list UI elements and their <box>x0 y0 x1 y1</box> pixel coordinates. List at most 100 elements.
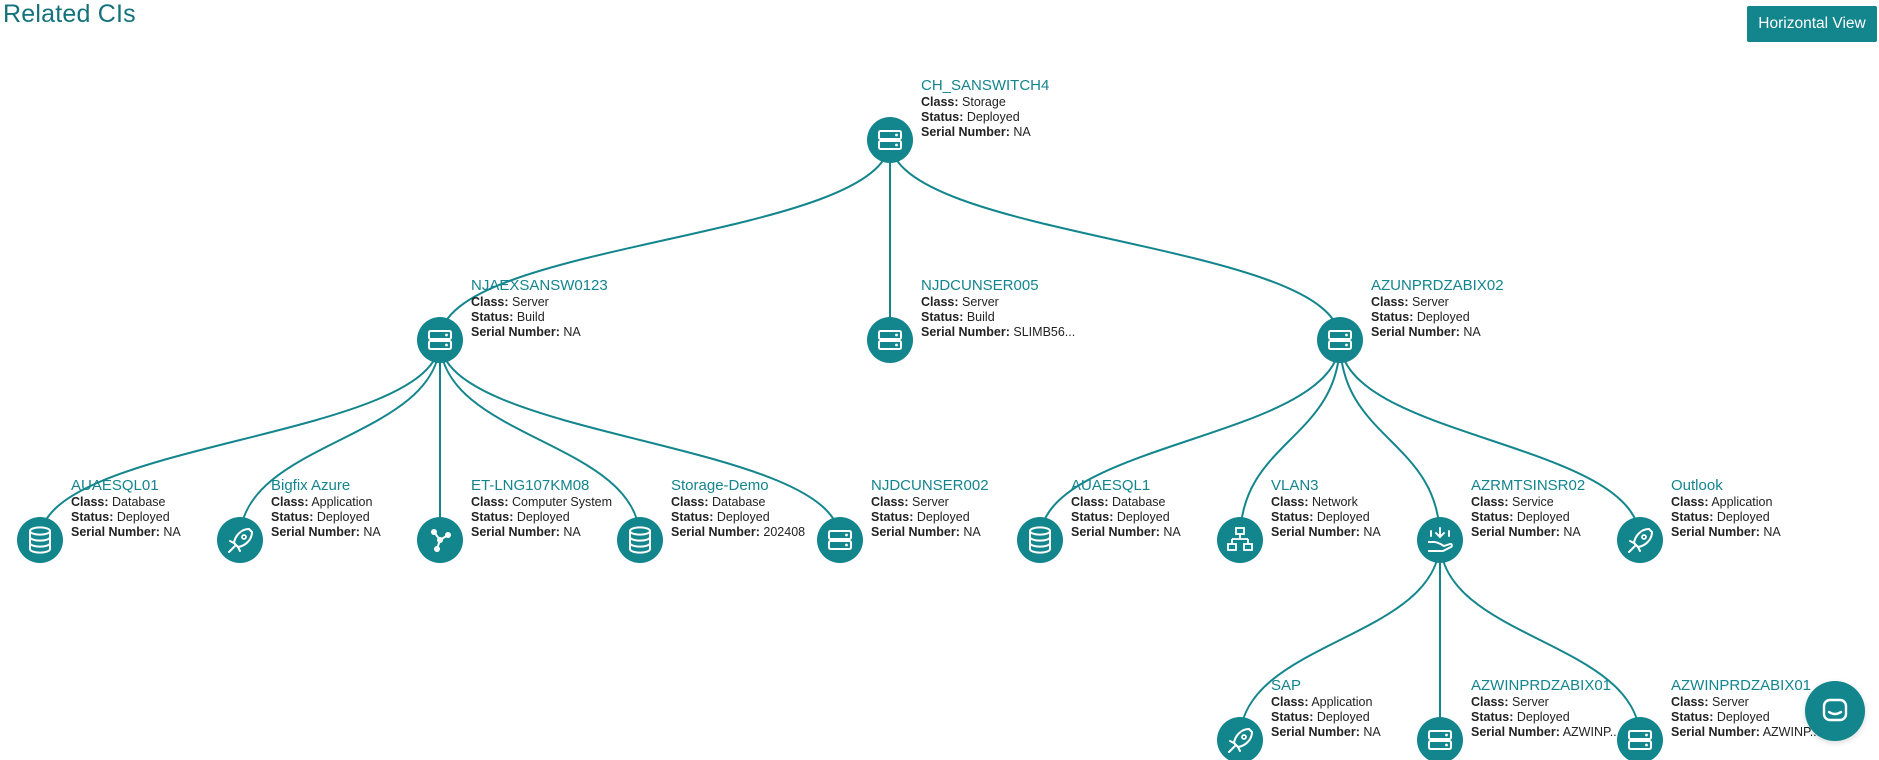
node-status-value: Build <box>513 310 544 324</box>
ci-node-name-link[interactable]: AUAESQL01 <box>71 477 159 494</box>
node-class-key: Class: <box>871 495 909 509</box>
node-class-value: Server <box>1509 695 1549 709</box>
service-hand-icon <box>1428 527 1453 552</box>
ci-node-name-link[interactable]: VLAN3 <box>1271 477 1319 494</box>
node-status-value: Deployed <box>713 510 769 524</box>
tree-edge <box>39 339 441 541</box>
ci-node-name-link[interactable]: NJDCUNSER005 <box>921 277 1039 294</box>
node-serial-value: AZWINP... <box>1560 725 1620 739</box>
node-status-key: Status: <box>671 510 713 524</box>
node-status-value: Deployed <box>963 110 1019 124</box>
node-serial-line: Serial Number: AZWINP... <box>1471 725 1620 739</box>
ci-node-circle[interactable] <box>1217 717 1263 760</box>
tree-edge <box>439 139 891 341</box>
ci-node-circle[interactable] <box>1217 517 1263 563</box>
node-serial-line: Serial Number: AZWINP... <box>1671 725 1820 739</box>
ci-node-name-link[interactable]: AZWINPRDZABIX01 <box>1471 677 1611 694</box>
node-serial-key: Serial Number: <box>1671 725 1760 739</box>
node-status-line: Status: Deployed <box>671 510 770 524</box>
node-class-key: Class: <box>1471 495 1509 509</box>
rocket-icon <box>1628 528 1653 553</box>
ci-node-name-link[interactable]: AUAESQL1 <box>1071 477 1150 494</box>
node-serial-key: Serial Number: <box>1471 525 1560 539</box>
ci-node-name-link[interactable]: Outlook <box>1671 477 1723 494</box>
node-serial-key: Serial Number: <box>71 525 160 539</box>
database-icon <box>1029 526 1051 554</box>
tree-edge <box>889 139 1341 341</box>
node-class-key: Class: <box>671 495 709 509</box>
node-serial-key: Serial Number: <box>921 125 1010 139</box>
node-status-key: Status: <box>921 310 963 324</box>
node-class-value: Database <box>1109 495 1166 509</box>
node-class-line: Class: Application <box>1671 495 1773 509</box>
node-serial-key: Serial Number: <box>871 525 960 539</box>
chat-icon <box>1822 698 1848 722</box>
node-class-value: Network <box>1309 495 1359 509</box>
node-status-key: Status: <box>1471 710 1513 724</box>
ci-node-name-link[interactable]: CH_SANSWITCH4 <box>921 77 1049 94</box>
node-status-line: Status: Deployed <box>1271 510 1370 524</box>
node-class-key: Class: <box>471 295 509 309</box>
node-class-line: Class: Database <box>1071 495 1166 509</box>
node-status-line: Status: Build <box>471 310 545 324</box>
ci-node-name-link[interactable]: NJDCUNSER002 <box>871 477 989 494</box>
server-icon <box>828 530 852 550</box>
node-serial-key: Serial Number: <box>1071 525 1160 539</box>
node-class-value: Application <box>1309 695 1373 709</box>
node-status-key: Status: <box>471 310 513 324</box>
node-status-value: Deployed <box>1513 510 1569 524</box>
node-status-key: Status: <box>1271 710 1313 724</box>
node-status-key: Status: <box>71 510 113 524</box>
node-serial-line: Serial Number: NA <box>471 325 581 339</box>
horizontal-view-button[interactable]: Horizontal View <box>1747 6 1877 42</box>
ci-node-name-link[interactable]: AZWINPRDZABIX01 <box>1671 677 1811 694</box>
node-serial-line: Serial Number: NA <box>921 125 1031 139</box>
tree-edge <box>239 339 441 541</box>
node-serial-line: Serial Number: 202408 <box>671 525 805 539</box>
node-serial-line: Serial Number: NA <box>1271 725 1381 739</box>
ci-node-circle[interactable] <box>217 517 263 563</box>
server-icon <box>1428 730 1452 750</box>
ci-node-name-link[interactable]: AZRMTSINSR02 <box>1471 477 1585 494</box>
node-class-line: Class: Network <box>1271 495 1359 509</box>
node-status-value: Deployed <box>1513 710 1569 724</box>
support-chat-button[interactable] <box>1805 681 1865 741</box>
node-class-value: Server <box>509 295 549 309</box>
node-serial-value: NA <box>1460 325 1482 339</box>
ci-node-name-link[interactable]: NJAEXSANSW0123 <box>471 277 608 294</box>
ci-node-name-link[interactable]: Bigfix Azure <box>271 477 350 494</box>
ci-node-name-link[interactable]: AZUNPRDZABIX02 <box>1371 277 1504 294</box>
node-status-line: Status: Deployed <box>1371 310 1470 324</box>
node-serial-key: Serial Number: <box>1271 525 1360 539</box>
lan-icon <box>1227 527 1253 551</box>
node-status-key: Status: <box>921 110 963 124</box>
ci-node-name-link[interactable]: ET-LNG107KM08 <box>471 477 589 494</box>
node-class-line: Class: Service <box>1471 495 1554 509</box>
node-status-line: Status: Deployed <box>271 510 370 524</box>
node-class-value: Server <box>959 295 999 309</box>
node-class-line: Class: Server <box>1471 695 1549 709</box>
ci-node-circle[interactable] <box>1617 517 1663 563</box>
ci-node-name-link[interactable]: SAP <box>1271 677 1301 694</box>
ci-node-circle[interactable] <box>1417 517 1463 563</box>
ci-node-name-link[interactable]: Storage-Demo <box>671 477 769 494</box>
node-serial-line: Serial Number: NA <box>1371 325 1481 339</box>
rocket-icon <box>228 528 253 553</box>
tree-edge <box>1439 539 1641 741</box>
